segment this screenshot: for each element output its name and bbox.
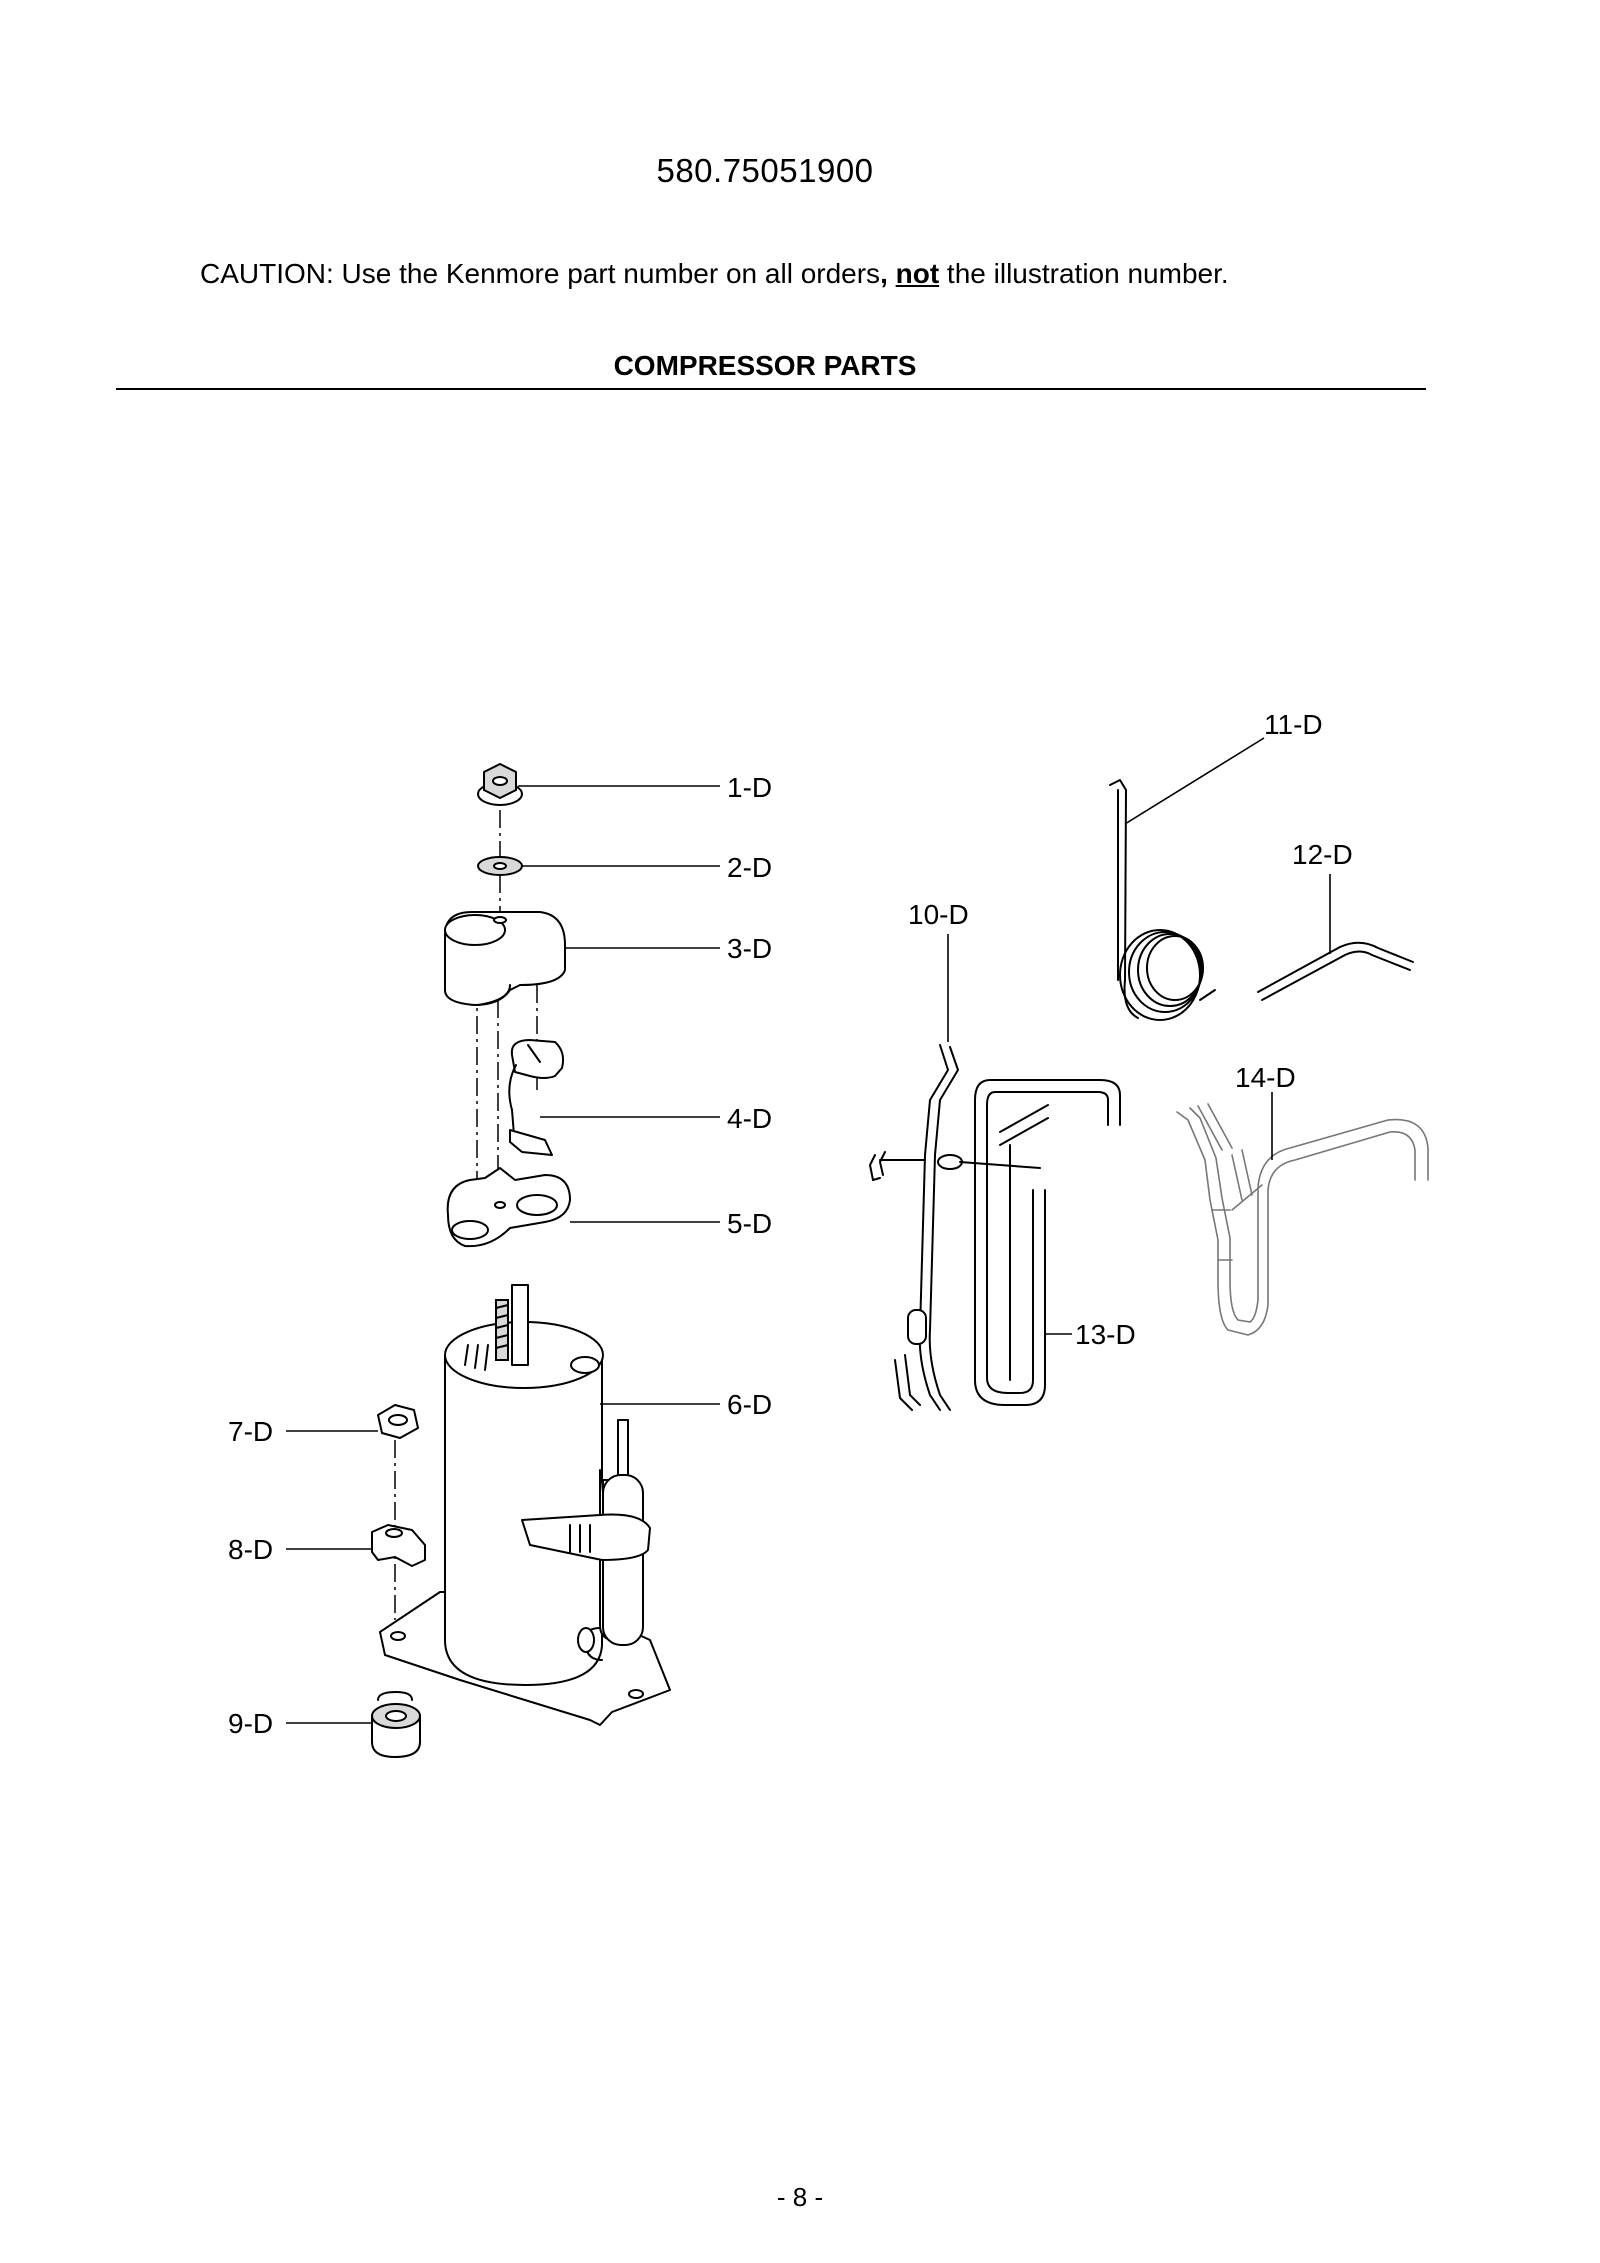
callout-9-d: 9-D	[228, 1708, 273, 1739]
callout-7-d: 7-D	[228, 1416, 273, 1447]
part-9-grommet	[371, 1691, 421, 1758]
part-14-pipe-assembly	[1176, 1103, 1429, 1336]
callout-14-d: 14-D	[1235, 1062, 1296, 1093]
part-13-u-pipe	[974, 1079, 1121, 1406]
part-5-gasket	[446, 1167, 571, 1248]
section-title: COMPRESSOR PARTS	[613, 350, 917, 381]
part-12-small-tube	[1257, 941, 1414, 1001]
part-3-terminal-cover	[444, 911, 566, 1006]
page-number: - 8 -	[776, 2182, 824, 2212]
part-11-capillary	[1109, 779, 1216, 1021]
callout-5-d: 5-D	[727, 1208, 772, 1239]
callout-2-d: 2-D	[727, 852, 772, 883]
callout-12-d: 12-D	[1292, 839, 1353, 870]
caution-notice: CAUTION: Use the Kenmore part number on …	[200, 258, 1229, 290]
callout-3-d: 3-D	[727, 933, 772, 964]
leader-11-d	[1124, 737, 1265, 825]
caution-suffix: the illustration number.	[939, 258, 1229, 289]
callout-10-d: 10-D	[908, 899, 969, 930]
caution-text: CAUTION: Use the Kenmore part number on …	[200, 258, 881, 289]
part-1-flange-nut	[477, 762, 523, 806]
part-4-overload-protector	[508, 1039, 565, 1156]
part-10-pipe	[869, 1044, 1041, 1411]
section-divider	[116, 388, 1426, 390]
callout-8-d: 8-D	[228, 1534, 273, 1565]
callout-4-d: 4-D	[727, 1103, 772, 1134]
caution-comma: ,	[880, 258, 888, 289]
part-7-nut	[377, 1404, 419, 1439]
part-8-bracket	[371, 1524, 426, 1567]
callout-1-d: 1-D	[727, 772, 772, 803]
model-number: 580.75051900	[656, 152, 874, 189]
callout-6-d: 6-D	[727, 1389, 772, 1420]
part-2-washer	[477, 856, 523, 876]
part-6-compressor	[379, 1284, 671, 1726]
callout-11-d: 11-D	[1264, 709, 1323, 740]
caution-not: not	[895, 258, 940, 289]
callout-13-d: 13-D	[1075, 1319, 1136, 1350]
